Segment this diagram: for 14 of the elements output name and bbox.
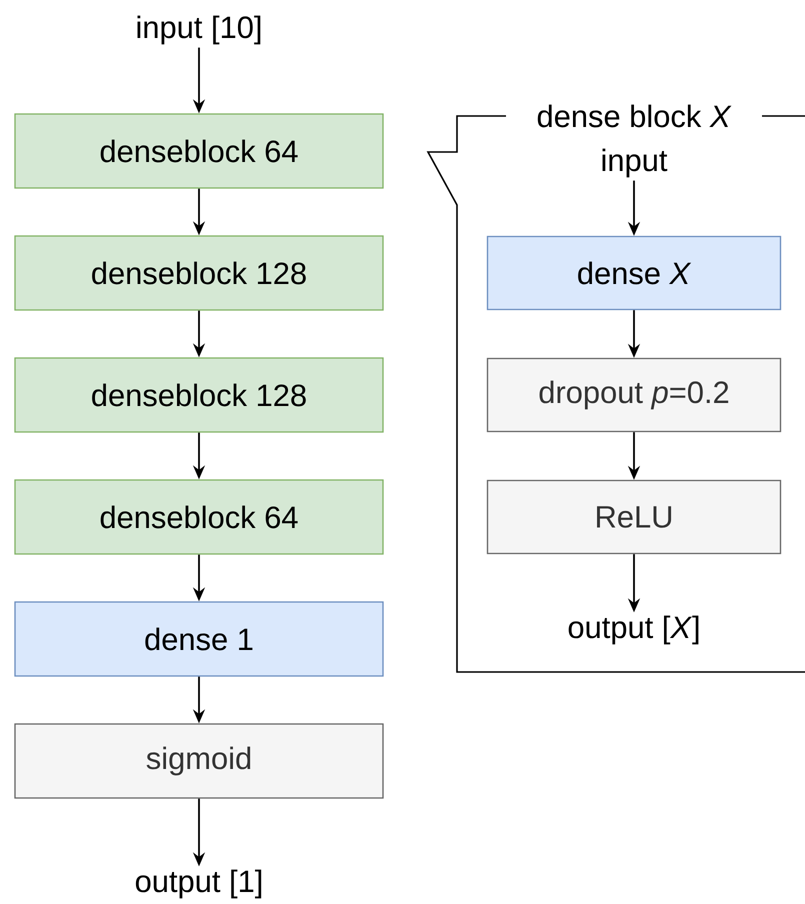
activation-box: sigmoid (14, 723, 384, 799)
layer-box: dense 1 (14, 601, 384, 677)
io-label: output [1] (136, 870, 262, 898)
io-label: input (602, 148, 668, 178)
layer-box: denseblock 64 (14, 479, 384, 555)
layer-box: denseblock 64 (14, 113, 384, 189)
layer-box: denseblock 128 (14, 235, 384, 311)
layer-box: dense X (486, 236, 782, 310)
activation-box: dropout p=0.2 (486, 358, 782, 432)
frame-heading: dense block X (538, 104, 732, 128)
io-label: input [10] (138, 16, 260, 44)
io-label: output [X] (568, 616, 698, 644)
activation-box: ReLU (486, 480, 782, 554)
layer-box: denseblock 128 (14, 357, 384, 433)
